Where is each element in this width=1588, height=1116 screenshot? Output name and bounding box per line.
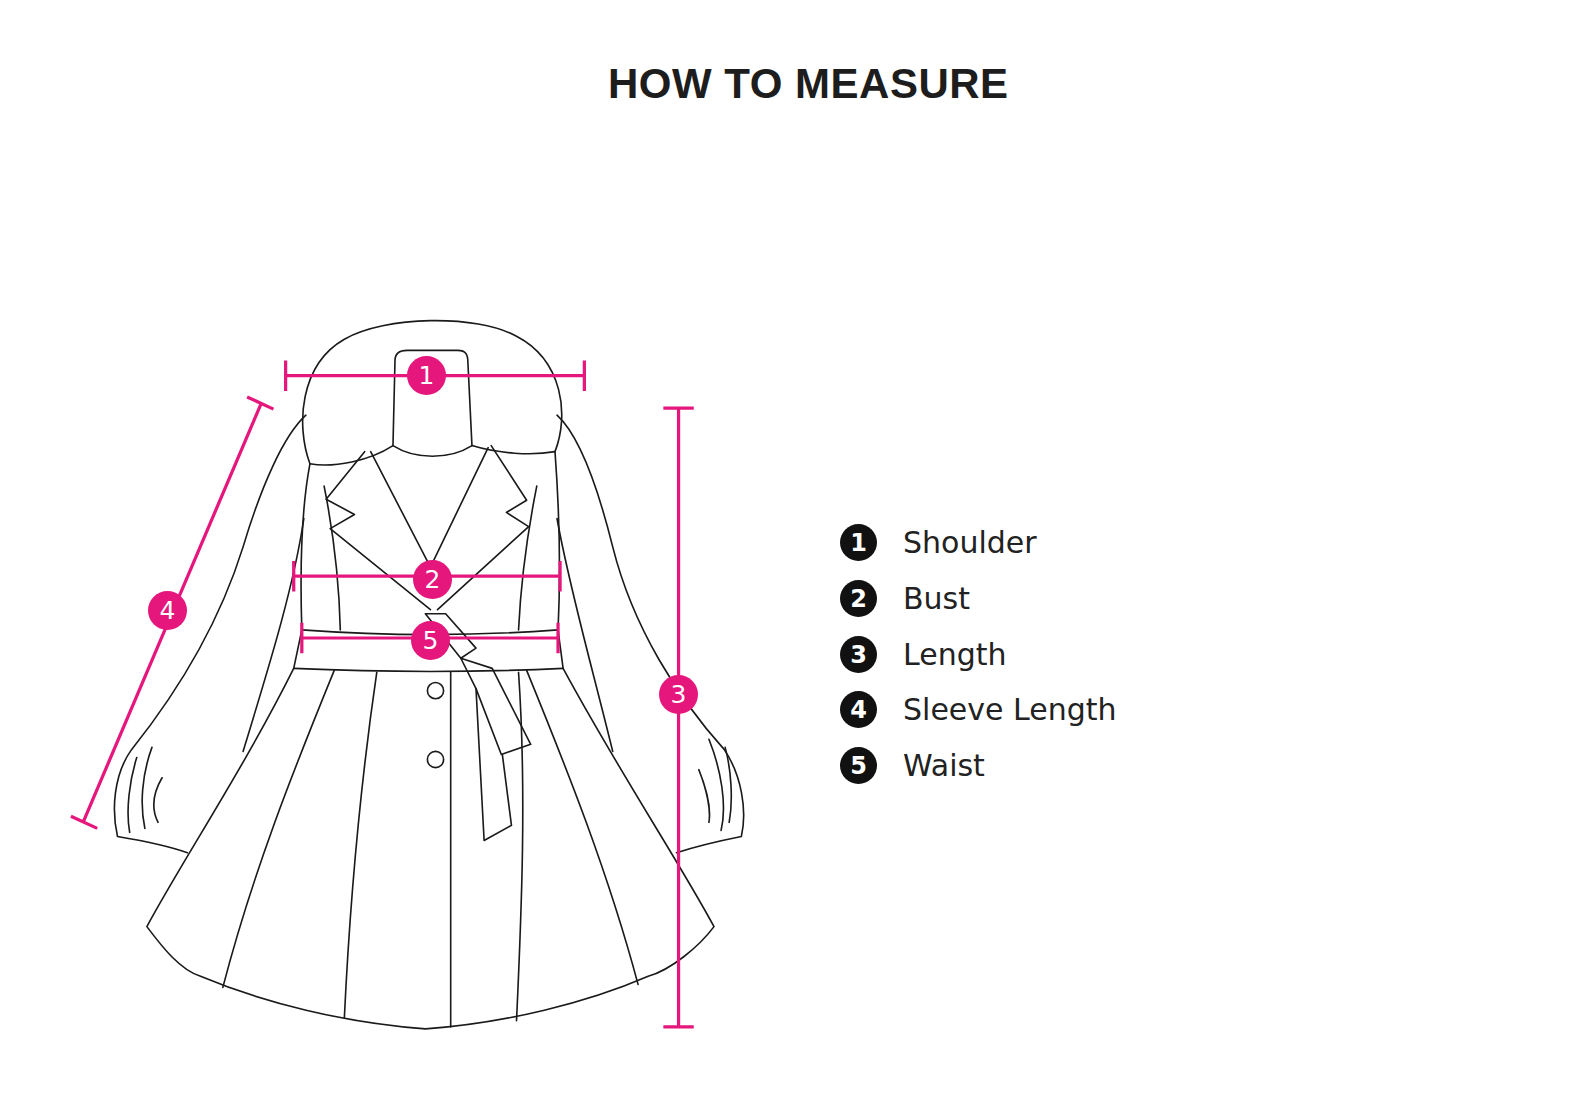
callout-text: 5 bbox=[423, 628, 439, 653]
coat-line bbox=[699, 739, 731, 830]
page-title: HOW TO MEASURE bbox=[608, 60, 1009, 108]
legend-label: Bust bbox=[903, 582, 970, 615]
callout-number: 3 bbox=[659, 675, 698, 714]
coat-line bbox=[555, 452, 560, 630]
coat-line bbox=[393, 350, 472, 445]
coat-line bbox=[450, 672, 452, 1026]
callout-number: 5 bbox=[411, 621, 450, 660]
legend-item: 5 Waist bbox=[840, 747, 985, 784]
coat-line bbox=[527, 670, 638, 984]
coat-drawing bbox=[114, 321, 743, 1029]
coat-line bbox=[223, 670, 334, 987]
legend-item: 2 Bust bbox=[840, 580, 970, 617]
callout-number: 4 bbox=[148, 591, 187, 630]
legend-item: 1 Shoulder bbox=[840, 524, 1037, 561]
legend-label: Waist bbox=[903, 749, 985, 782]
callout-number: 1 bbox=[407, 356, 446, 395]
callout-text: 3 bbox=[671, 682, 687, 707]
coat-line bbox=[147, 668, 714, 1029]
coat-line bbox=[557, 415, 744, 852]
coat-line bbox=[517, 672, 523, 1020]
coat-line bbox=[476, 689, 511, 841]
legend-label: Shoulder bbox=[903, 526, 1037, 559]
legend-number: 1 bbox=[840, 524, 877, 561]
callout-text: 1 bbox=[419, 363, 435, 388]
legend-label: Length bbox=[903, 638, 1006, 671]
coat-line bbox=[310, 446, 393, 465]
sleeve-dimension bbox=[71, 397, 274, 828]
coat-line bbox=[371, 448, 488, 567]
coat-line bbox=[303, 321, 562, 464]
callout-number: 2 bbox=[413, 560, 452, 599]
coat-line bbox=[114, 415, 305, 852]
legend-item: 4 Sleeve Length bbox=[840, 691, 1117, 728]
coat-line bbox=[324, 486, 537, 630]
legend-number: 3 bbox=[840, 636, 877, 673]
coat-line bbox=[301, 464, 310, 630]
legend-number: 2 bbox=[840, 580, 877, 617]
legend-item: 3 Length bbox=[840, 636, 1006, 673]
coat-line bbox=[427, 683, 443, 699]
coat-line bbox=[393, 446, 472, 457]
coat-line bbox=[243, 519, 304, 752]
coat-line bbox=[427, 751, 443, 767]
waist-dimension bbox=[302, 623, 558, 653]
coat-line bbox=[472, 446, 555, 454]
legend-number: 5 bbox=[840, 747, 877, 784]
length-dimension bbox=[663, 408, 693, 1027]
coat-line bbox=[344, 672, 376, 1017]
legend-number: 4 bbox=[840, 691, 877, 728]
legend-label: Sleeve Length bbox=[903, 693, 1117, 726]
callout-text: 4 bbox=[160, 598, 176, 623]
coat-line bbox=[128, 747, 162, 832]
coat-line bbox=[557, 519, 613, 752]
callout-text: 2 bbox=[425, 567, 441, 592]
dimension-lines bbox=[71, 361, 694, 1027]
